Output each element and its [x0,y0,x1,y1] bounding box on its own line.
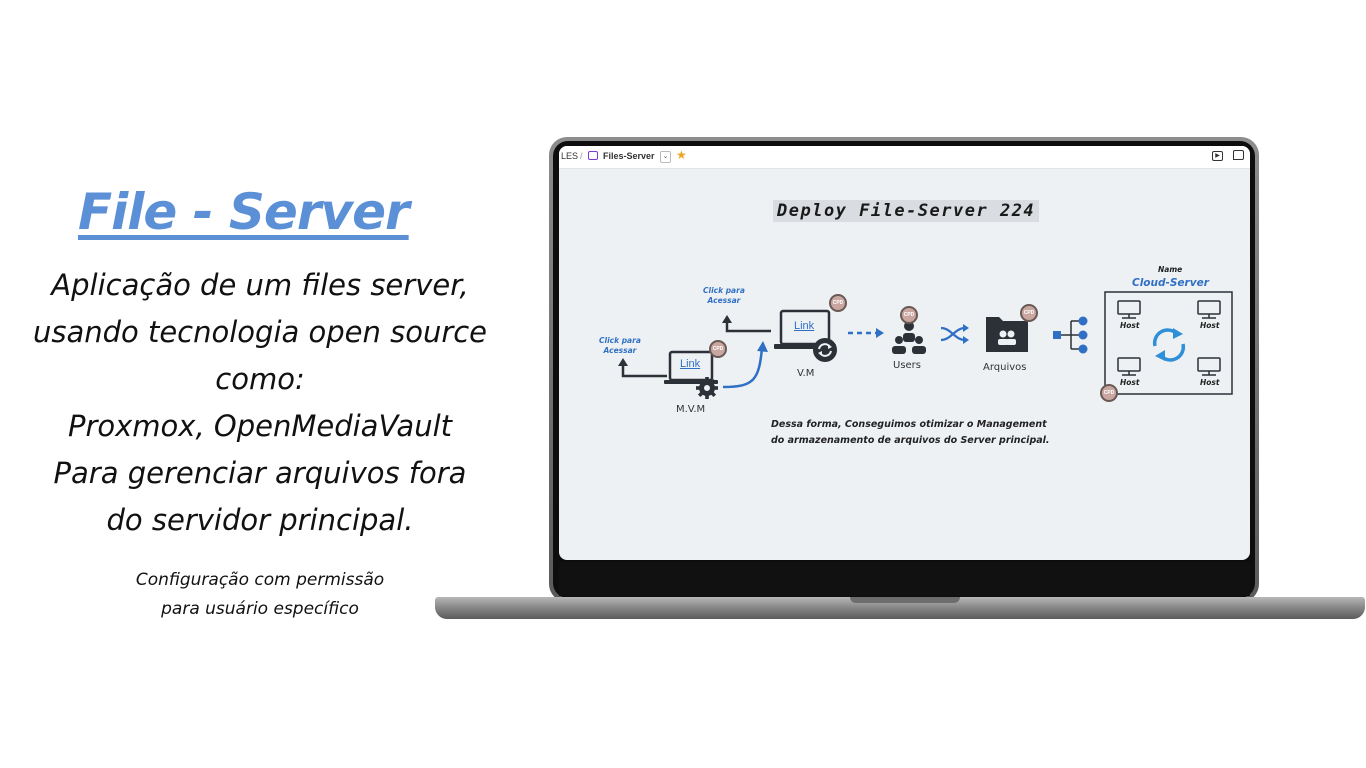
diagram-graphics [618,291,1233,399]
breadcrumb-separator: / [580,151,583,161]
users-label: Users [893,360,922,371]
cpd-badge: CPD [829,294,847,312]
diagram-caption: Dessa forma, Conseguimos otimizar o Mana… [771,417,1050,449]
gear-icon [696,377,718,399]
caption-line: do armazenamento de arquivos do Server p… [771,435,1050,446]
description-line: Para gerenciar arquivos fora [53,456,467,490]
arquivos-label: Arquivos [983,362,1027,373]
cpd-badge: CPD [1020,304,1038,322]
cpd-badge: CPD [709,340,727,358]
network-icon [1053,316,1088,354]
star-icon[interactable]: ★ [676,148,687,162]
file-name[interactable]: Files-Server [603,151,655,161]
monitor-icon [1117,357,1141,376]
click-hint-line: Acessar [707,296,741,305]
cloud-server-box [1104,291,1233,395]
vm-label: V.M [797,368,815,379]
click-hint-line: Acessar [603,346,637,355]
app-topbar: LES / Files-Server ⌄ ★ ▶ [559,146,1250,169]
page-title: File - Server [78,183,410,241]
refresh-icon [813,338,837,362]
name-label: Name [1158,265,1183,274]
chevron-down-icon[interactable]: ⌄ [660,151,671,163]
laptop-notch [850,597,960,603]
caption-line: Dessa forma, Conseguimos otimizar o Mana… [771,419,1047,430]
click-hint-left: Click para Acessar [599,336,641,356]
cpd-badge: CPD [1100,384,1118,402]
diagram-canvas: Deploy File-Server 224 Click para Acessa… [559,168,1250,560]
host-label: Host [1200,378,1220,387]
link-mvm[interactable]: Link [680,358,701,370]
cpd-badge: CPD [900,306,918,324]
monitor-icon [1197,357,1221,376]
mvm-label: M.V.M [676,404,706,415]
description-line: Aplicação de um files server, [51,268,469,302]
link-vm[interactable]: Link [794,320,815,332]
comment-icon[interactable] [1233,150,1244,160]
host-label: Host [1200,321,1220,330]
description-line: Proxmox, OpenMediaVault [67,409,453,443]
breadcrumb-parent[interactable]: LES [561,151,579,161]
note-line: para usuário específico [161,599,359,619]
description-line: como: [215,362,305,396]
description-line: do servidor principal. [106,503,414,537]
cloud-server-label: Cloud-Server [1132,277,1209,289]
permission-note: Configuração com permissão para usuário … [100,566,420,624]
laptop-screen: LES / Files-Server ⌄ ★ ▶ [559,146,1250,560]
monitor-icon [1117,300,1141,319]
folder-icon [986,317,1028,352]
host-label: Host [1120,321,1140,330]
users-icon [892,321,926,354]
monitor-icon [1197,300,1221,319]
play-icon[interactable]: ▶ [1212,151,1223,161]
click-hint-line: Click para [703,286,745,295]
host-label: Host [1120,378,1140,387]
click-hint-right: Click para Acessar [703,286,745,306]
presentation-icon [588,151,598,160]
description: Aplicação de um files server, usando tec… [20,262,500,544]
description-line: usando tecnologia open source [32,315,488,349]
shuffle-icon [940,326,966,342]
laptop-keyboard-shadow [559,562,1250,596]
diagram-heading: Deploy File-Server 224 [773,200,1040,222]
note-line: Configuração com permissão [135,570,385,590]
laptop-base [435,597,1365,619]
click-hint-line: Click para [599,336,641,345]
